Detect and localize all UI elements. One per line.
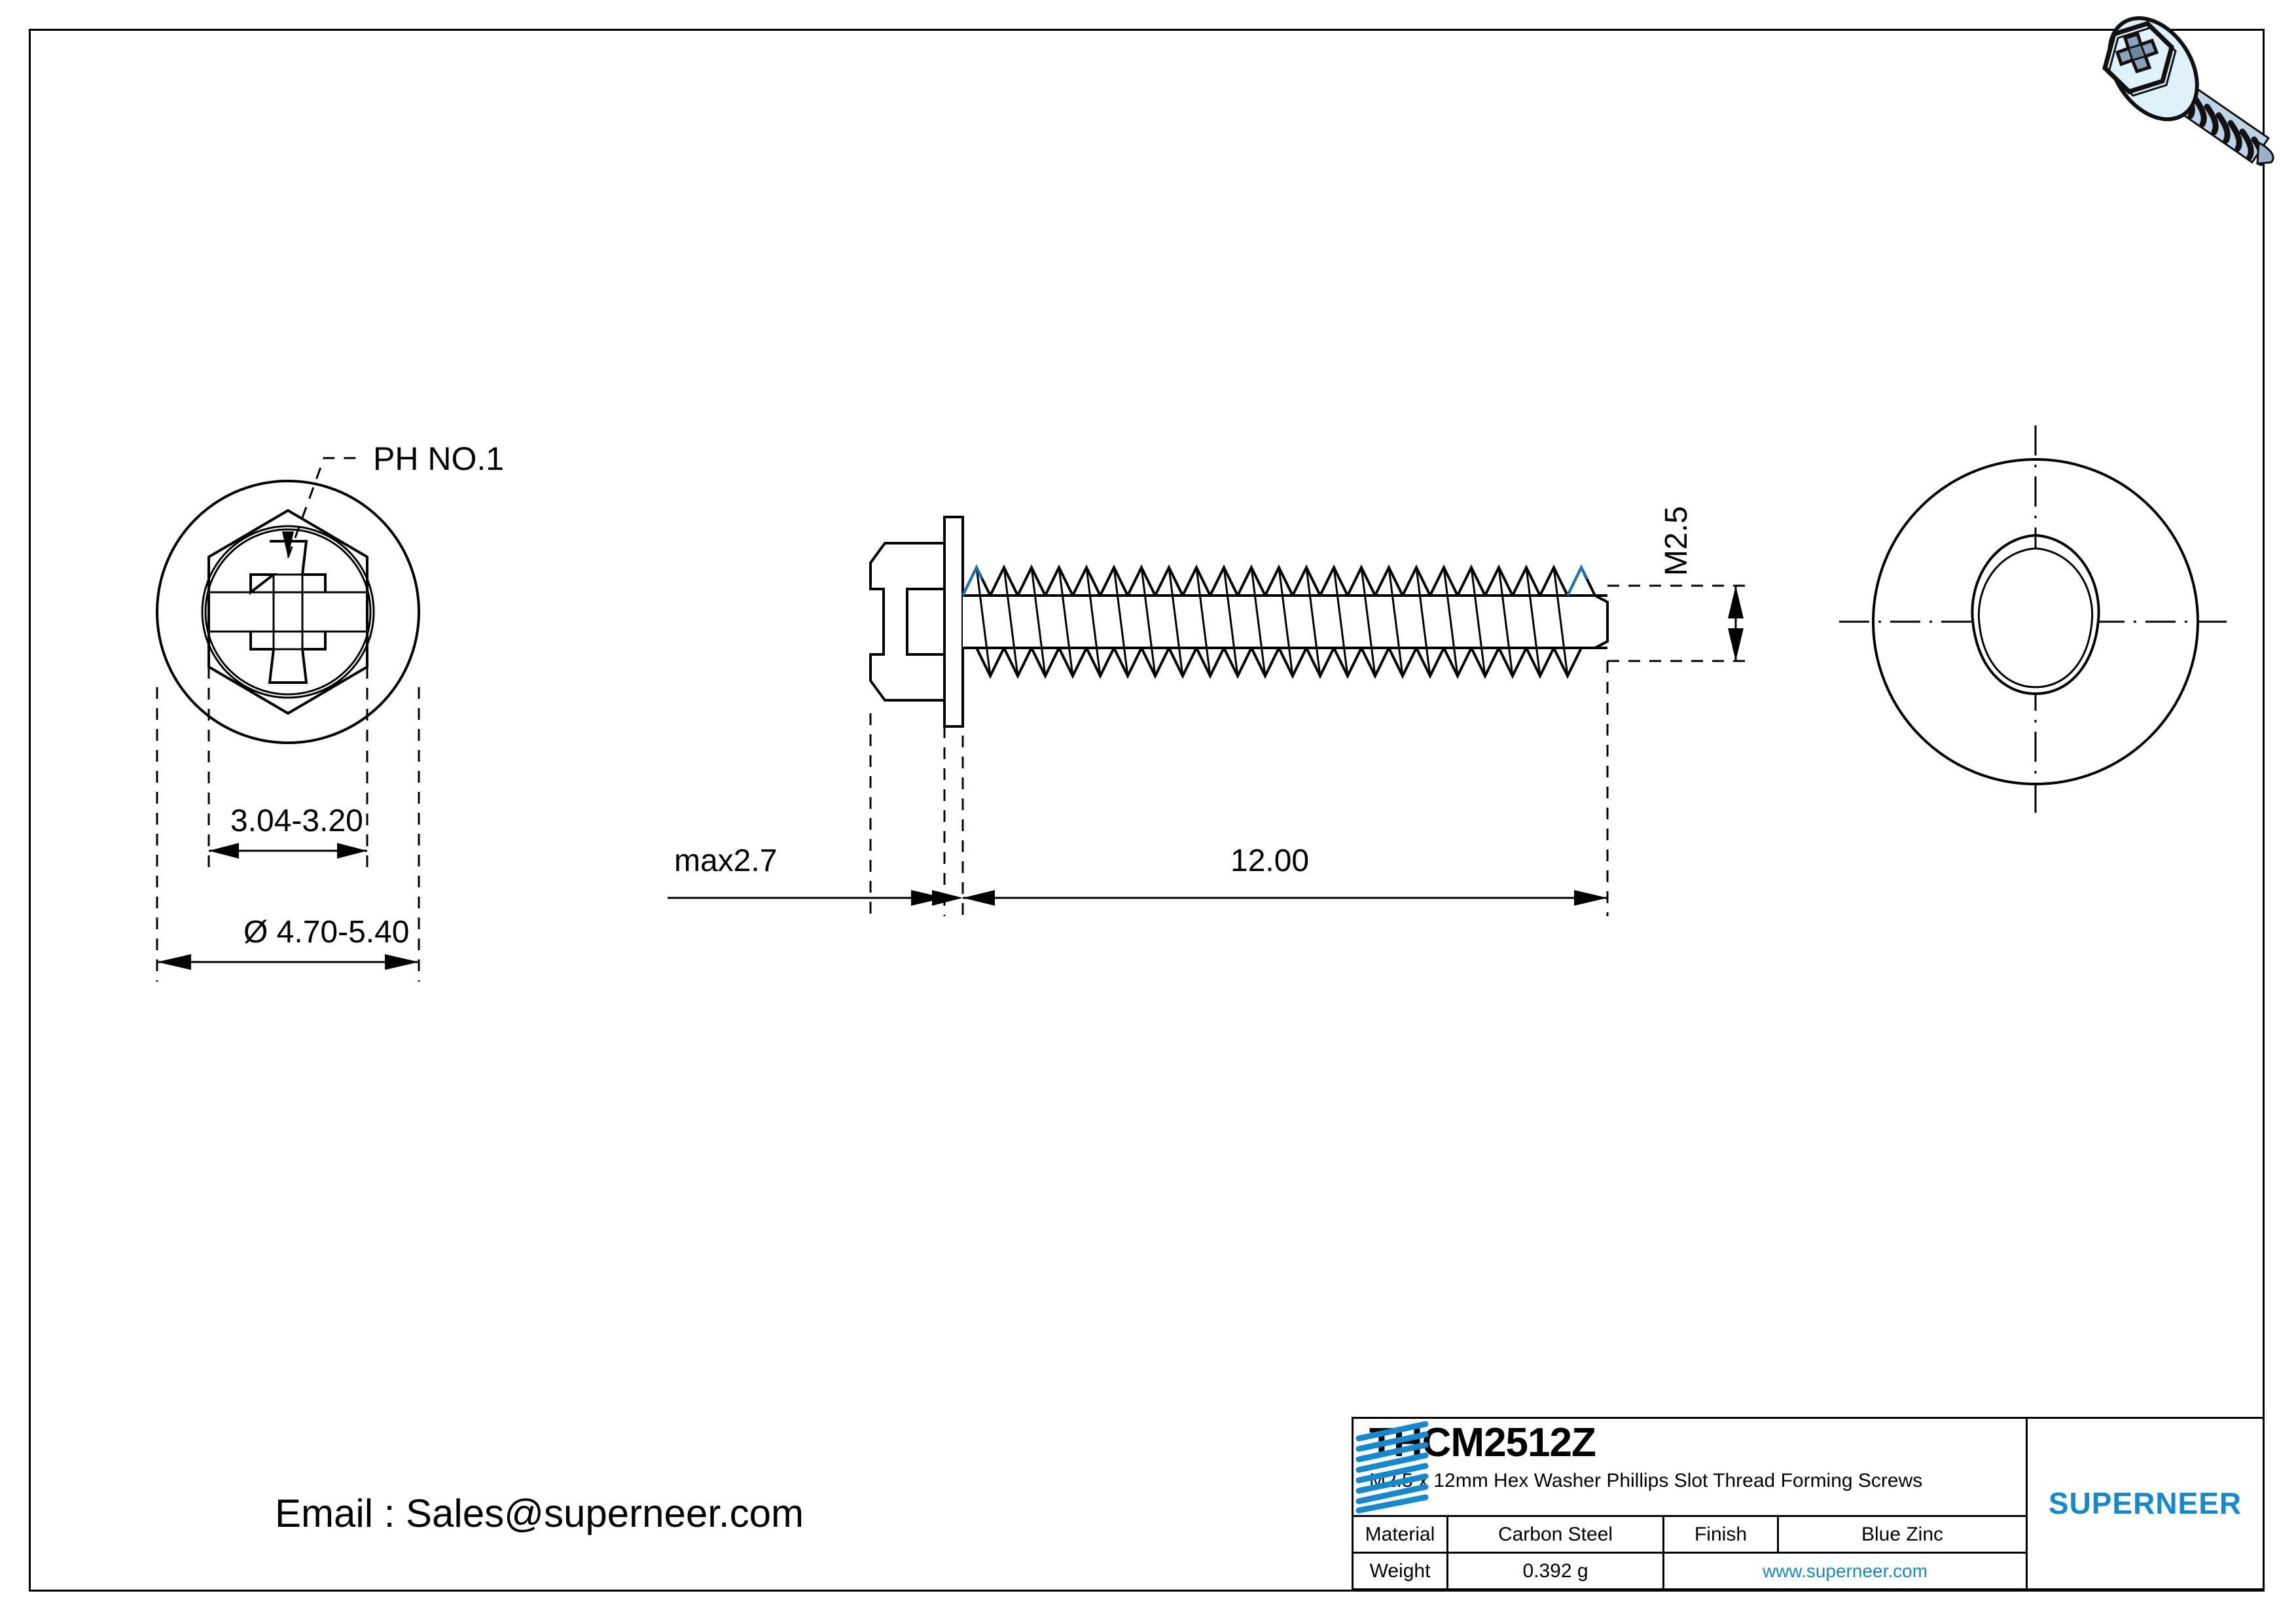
head-end-view xyxy=(156,457,420,982)
isometric-screw-view xyxy=(2102,16,2274,166)
title-block-row-weight: Weight 0.392 g www.superneer.com xyxy=(1354,1554,2026,1588)
brand-name: SUPERNEER xyxy=(2048,1486,2242,1520)
part-number: THCM2512Z xyxy=(1369,1420,1596,1465)
iso-phillips-recess xyxy=(2115,31,2159,74)
arrow-af-right xyxy=(337,843,367,859)
phillips-cross-recess xyxy=(249,540,327,684)
ph-leader-line xyxy=(287,457,357,558)
washer-flange xyxy=(943,516,964,728)
arrow-12-right xyxy=(1574,890,1607,906)
weight-value: 0.392 g xyxy=(1448,1554,1664,1588)
arrow-max27-inner xyxy=(932,890,963,906)
weight-label: Weight xyxy=(1354,1554,1448,1588)
thread-end-chamfer xyxy=(1594,594,1609,649)
ph-no-label: PH NO.1 xyxy=(373,440,505,477)
drawing-border xyxy=(29,29,2265,1592)
title-block: THCM2512Z M2.5 x 12mm Hex Washer Phillip… xyxy=(1352,1417,2265,1590)
phillips-cross-core xyxy=(272,573,304,651)
hex-head-profile xyxy=(869,542,946,702)
arrow-dia-left xyxy=(157,954,191,970)
material-value: Carbon Steel xyxy=(1448,1517,1664,1552)
website-link[interactable]: www.superneer.com xyxy=(1762,1560,1928,1581)
finish-label: Finish xyxy=(1664,1517,1779,1552)
email-line: Email : Sales@superneer.com xyxy=(275,1491,804,1535)
arrow-dia-right xyxy=(385,954,419,970)
thread-size-dim-text: M2.5 xyxy=(1659,506,1694,576)
iso-shank-tip xyxy=(2256,141,2274,165)
material-label: Material xyxy=(1354,1517,1448,1552)
ph-leader-arrow xyxy=(282,531,294,558)
title-block-header: THCM2512Z M2.5 x 12mm Hex Washer Phillip… xyxy=(1354,1419,2026,1517)
head-inner-circle-2 xyxy=(204,528,372,696)
washer-diameter-dim-text: Ø 4.70-5.40 xyxy=(243,915,410,950)
thread-end-highlight xyxy=(1566,564,1588,596)
point-end-view xyxy=(1839,425,2232,818)
arrow-m25-bottom xyxy=(1728,628,1744,661)
brand-block: SUPERNEER xyxy=(1355,1419,2263,1588)
arrow-af-left xyxy=(209,843,239,859)
trilobular-minor-profile xyxy=(1977,547,2094,688)
arrow-max27-right xyxy=(911,890,944,906)
washer-outer-circle xyxy=(156,480,420,744)
side-view xyxy=(668,516,1754,916)
thread-start-highlight xyxy=(961,564,983,596)
arrow-m25-top xyxy=(1728,586,1744,618)
part-description: M2.5 x 12mm Hex Washer Phillips Slot Thr… xyxy=(1369,1470,1923,1491)
superneer-logo-icon xyxy=(1355,1421,1429,1514)
across-flats-dim-text: 3.04-3.20 xyxy=(230,804,363,838)
finish-value: Blue Zinc xyxy=(1861,1523,1944,1545)
head-height-dim-text: max2.7 xyxy=(674,844,778,878)
washer-circle-end-view xyxy=(1872,458,2199,785)
trilobular-major-profile xyxy=(1971,533,2100,696)
head-inner-circle-1 xyxy=(201,525,375,699)
length-dim-text: 12.00 xyxy=(1230,844,1310,878)
title-block-row-material: Material Carbon Steel Finish Blue Zinc xyxy=(1354,1517,2026,1554)
title-block-left: THCM2512Z M2.5 x 12mm Hex Washer Phillip… xyxy=(1354,1419,2028,1588)
